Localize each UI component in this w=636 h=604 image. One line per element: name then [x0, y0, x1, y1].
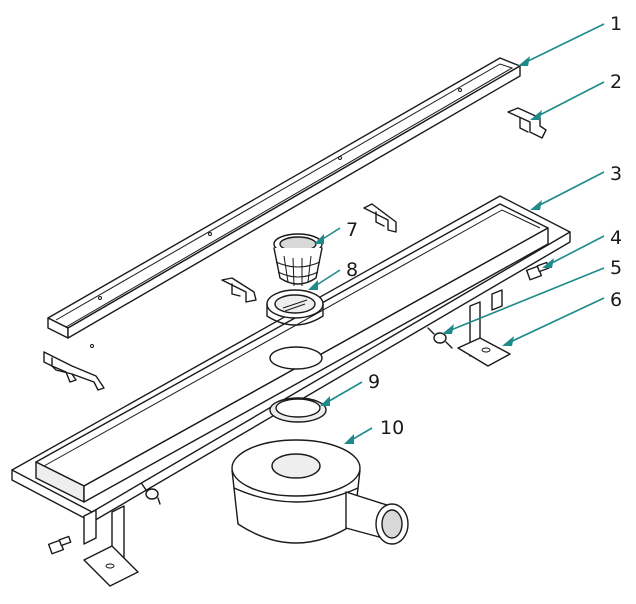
bolt-right — [525, 261, 550, 281]
support-leg-left — [83, 505, 139, 587]
callout-3: 3 — [610, 163, 622, 185]
callout-4: 4 — [610, 227, 622, 249]
clip-left-mid — [221, 277, 257, 303]
outlet-hole — [269, 346, 323, 370]
gasket — [269, 397, 327, 423]
callout-5: 5 — [610, 257, 622, 279]
callout-7: 7 — [346, 219, 358, 241]
support-leg-right — [457, 289, 511, 367]
wing-nut-left — [141, 483, 161, 505]
hair-basket — [273, 233, 323, 287]
trap-ring — [266, 289, 324, 326]
callout-10: 10 — [380, 417, 404, 439]
clip-mid — [363, 203, 397, 233]
callout-9: 9 — [368, 371, 380, 393]
callout-6: 6 — [610, 289, 622, 311]
bolt-left — [47, 535, 72, 555]
wing-nut-right — [427, 327, 453, 349]
clip-right — [507, 107, 547, 139]
clip-left — [43, 351, 105, 391]
siphon-body — [231, 439, 409, 545]
callout-2: 2 — [610, 71, 622, 93]
leader-lines — [308, 23, 605, 444]
callout-8: 8 — [346, 259, 358, 281]
callout-1: 1 — [610, 13, 622, 35]
grate-frame — [47, 57, 521, 348]
